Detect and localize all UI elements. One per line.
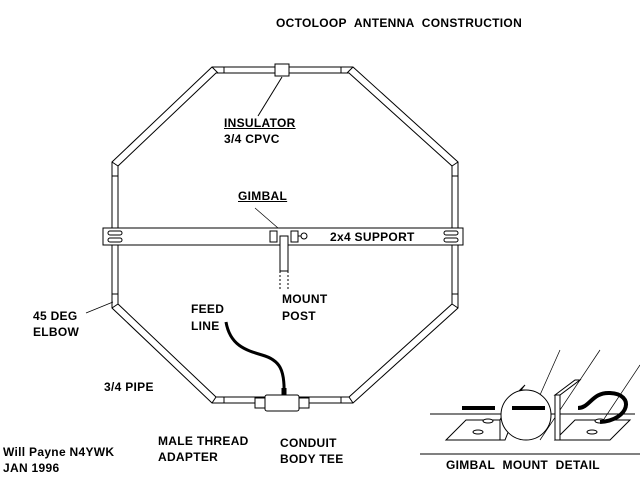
mount-post <box>279 235 289 290</box>
support-label: 2x4 SUPPORT <box>330 230 415 244</box>
line-label: LINE <box>191 319 220 333</box>
insulator-material-label: 3/4 CPVC <box>224 132 280 146</box>
insulator <box>274 63 290 77</box>
adapter-label: ADAPTER <box>158 450 219 464</box>
pipe-label: 3/4 PIPE <box>104 380 154 394</box>
post-label: POST <box>282 309 316 323</box>
gimbal-mount-detail <box>420 349 640 455</box>
conduit-label: CONDUIT <box>280 436 337 450</box>
elbow-label-2: ELBOW <box>33 325 80 339</box>
body-tee-label: BODY TEE <box>280 452 344 466</box>
gimbal-mount-detail-label: GIMBAL MOUNT DETAIL <box>446 458 600 472</box>
insulator-label: INSULATOR <box>224 116 296 130</box>
elbow-label-1: 45 DEG <box>33 309 78 323</box>
octagon-loop <box>111 66 459 404</box>
mount-label: MOUNT <box>282 292 328 306</box>
date-label: JAN 1996 <box>3 461 60 475</box>
gimbal-label: GIMBAL <box>238 189 288 203</box>
feed-line-and-tee <box>224 321 310 412</box>
feed-label: FEED <box>191 302 225 316</box>
author-label: Will Payne N4YWK <box>3 445 115 459</box>
diagram-title: OCTOLOOP ANTENNA CONSTRUCTION <box>276 16 523 30</box>
male-thread-label: MALE THREAD <box>158 434 249 448</box>
